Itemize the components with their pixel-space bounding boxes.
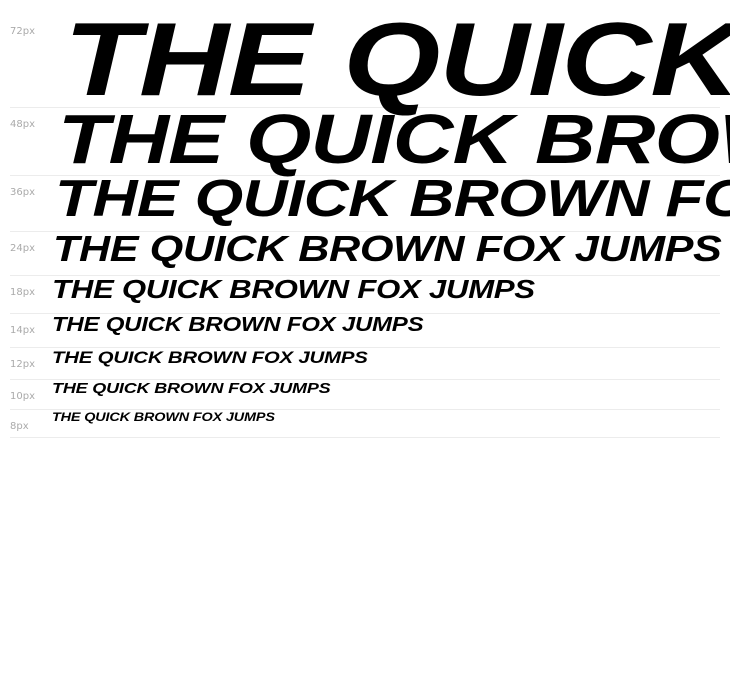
size-label: 14px	[10, 325, 35, 336]
sample-text: THE QUICK BROWN FOX JUMPS	[53, 228, 722, 269]
size-label: 12px	[10, 359, 35, 370]
sample-text: THE QUICK BROWN FOX JUMPS	[64, 2, 730, 118]
sample-text: THE QUICK BROWN FOX JUMPS	[55, 170, 730, 228]
specimen-row-12: 12px THE QUICK BROWN FOX JUMPS	[10, 348, 720, 380]
specimen-row-10: 10px THE QUICK BROWN FOX JUMPS	[10, 380, 720, 410]
sample-text: THE QUICK BROWN FOX JUMPS	[52, 380, 331, 397]
sample-text: THE QUICK BROWN FOX JUMPS	[52, 348, 368, 367]
specimen-row-14: 14px THE QUICK BROWN FOX JUMPS	[10, 314, 720, 348]
size-label: 36px	[10, 187, 35, 198]
size-label: 18px	[10, 287, 35, 298]
specimen-row-24: 24px THE QUICK BROWN FOX JUMPS	[10, 228, 722, 276]
specimen-row-72: 72px THE QUICK BROWN FOX JUMPS	[10, 0, 730, 112]
size-label: 72px	[10, 26, 35, 37]
size-label: 8px	[10, 421, 29, 432]
sample-text: THE QUICK BROWN FOX JUMPS	[58, 100, 730, 178]
size-label: 10px	[10, 391, 35, 402]
size-label: 24px	[10, 243, 35, 254]
specimen-row-36: 36px THE QUICK BROWN FOX JUMPS	[10, 173, 730, 232]
specimen-row-8: 8px THE QUICK BROWN FOX JUMPS	[10, 410, 720, 438]
sample-text: THE QUICK BROWN FOX JUMPS	[52, 410, 275, 424]
specimen-row-48: 48px THE QUICK BROWN FOX JUMPS	[10, 104, 730, 176]
specimen-row-18: 18px THE QUICK BROWN FOX JUMPS	[10, 276, 720, 314]
size-label: 48px	[10, 119, 35, 130]
sample-text: THE QUICK BROWN FOX JUMPS	[52, 274, 535, 304]
sample-text: THE QUICK BROWN FOX JUMPS	[52, 314, 424, 336]
